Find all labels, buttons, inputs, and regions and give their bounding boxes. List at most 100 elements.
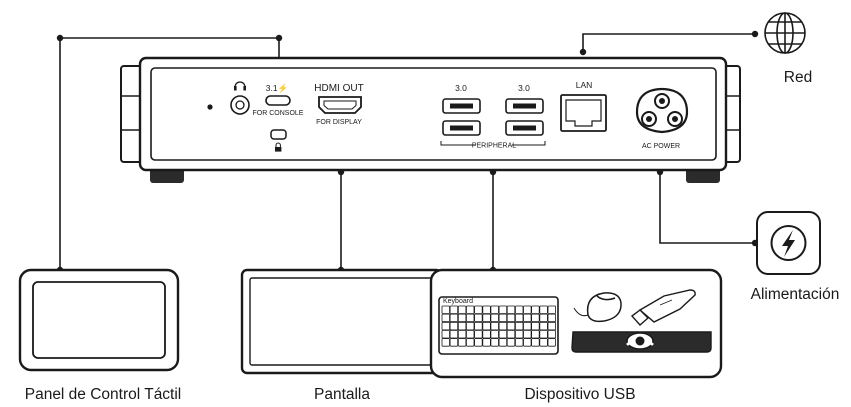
- power-label: Alimentación: [751, 286, 840, 303]
- usb-stick-icon: [630, 289, 696, 326]
- keyboard-key: [531, 329, 540, 339]
- keyboard-key: [523, 329, 532, 339]
- usbc-version-label: 3.1⚡: [266, 83, 288, 94]
- keyboard-key: [441, 305, 450, 314]
- connection-lines: [59, 33, 755, 270]
- keyboard-key: [490, 321, 499, 331]
- keyboard-key: [482, 321, 491, 331]
- keyboard-key: [506, 329, 516, 339]
- power-line: [659, 172, 755, 244]
- keyboard-key: [474, 338, 483, 347]
- keyboard-key: [498, 305, 508, 314]
- usb-a-left-label: 3.0: [455, 83, 467, 93]
- keyboard-key: [539, 329, 548, 339]
- display-device: [240, 268, 443, 375]
- keyboard-key: [547, 321, 556, 331]
- keyboard-key: [482, 329, 491, 339]
- keyboard-key: [498, 338, 508, 347]
- keyboard-key: [506, 313, 516, 323]
- globe-icon: [764, 12, 806, 54]
- network-line: [582, 33, 755, 52]
- keyboard-key: [547, 329, 556, 339]
- keyboard-key: [523, 321, 532, 331]
- keyboard-key: [465, 338, 475, 347]
- touch-panel-label: Panel de Control Táctil: [25, 386, 182, 403]
- keyboard-key: [515, 321, 524, 331]
- keyboard-key: [523, 305, 532, 314]
- keyboard-key: [441, 338, 450, 347]
- keyboard-key: [523, 338, 532, 347]
- headphone-icon: [234, 81, 246, 91]
- lan-port: [560, 94, 607, 132]
- keyboard-key: [506, 338, 516, 347]
- keyboard-key: [474, 305, 483, 314]
- keyboard-key: [547, 338, 556, 347]
- usbc-caption: FOR CONSOLE: [253, 110, 304, 117]
- keyboard-key: [539, 313, 548, 323]
- keyboard-key: [449, 305, 459, 314]
- keyboard-key: [490, 338, 499, 347]
- lock-icon: [275, 142, 282, 152]
- keyboard-key: [531, 321, 540, 331]
- keyboard-key: [531, 313, 540, 323]
- usbc-port: [265, 95, 291, 106]
- keyboard-key: [531, 338, 540, 347]
- keyboard-key: [498, 329, 508, 339]
- touch-panel-device: [18, 268, 180, 372]
- keyboard-key: [539, 338, 548, 347]
- keyboard-key: [441, 321, 450, 331]
- keyboard-key: [490, 329, 499, 339]
- ac-power-caption: AC POWER: [642, 143, 680, 150]
- keyboard-key: [441, 313, 450, 323]
- keyboard-key: [506, 321, 516, 331]
- keyboard-key: [457, 338, 467, 347]
- mouse-icon: [573, 292, 622, 323]
- keyboard-key: [539, 321, 548, 331]
- lock-slot: [270, 129, 287, 140]
- lan-label: LAN: [576, 80, 593, 90]
- keyboard-key: [457, 329, 467, 339]
- keyboard-key: [474, 329, 483, 339]
- keyboard-key: [482, 313, 491, 323]
- keyboard-key: [523, 313, 532, 323]
- keyboard-key: [457, 305, 467, 314]
- keyboard-key: [465, 321, 475, 331]
- hdmi-port: [318, 96, 362, 114]
- keyboard-icon: Keyboard: [438, 296, 559, 355]
- keyboard-key: [515, 338, 524, 347]
- usb-a-ports: [442, 98, 544, 136]
- lightning-icon: [782, 230, 795, 257]
- keyboard-key: [506, 305, 516, 314]
- keyboard-key: [482, 305, 491, 314]
- ac-power-socket: [635, 87, 689, 134]
- keyboard-key: [465, 329, 475, 339]
- keyboard-key: [547, 305, 556, 314]
- audio-jack: [230, 95, 250, 115]
- network-label: Red: [784, 69, 812, 86]
- power-led-indicator: [207, 104, 213, 110]
- svg-text:Keyboard: Keyboard: [443, 298, 473, 305]
- keyboard-key: [531, 305, 540, 314]
- keyboard-key: [498, 321, 508, 331]
- keyboard-key: [490, 305, 499, 314]
- keyboard-key: [441, 329, 450, 339]
- keyboard-key: [465, 305, 475, 314]
- usb-device-label: Dispositivo USB: [524, 386, 635, 403]
- keyboard-key: [449, 329, 459, 339]
- keyboard-key: [490, 313, 499, 323]
- keyboard-key: [457, 313, 467, 323]
- display-label: Pantalla: [314, 386, 370, 403]
- mini-pc-device: [120, 56, 741, 183]
- touch-panel-line: [59, 37, 280, 270]
- keyboard-key: [515, 305, 524, 314]
- keyboard-key: [498, 313, 508, 323]
- keyboard-key: [515, 329, 524, 339]
- peripheral-caption: PERIPHERAL: [472, 143, 516, 150]
- keyboard-key: [482, 338, 491, 347]
- keyboard-key: [449, 321, 459, 331]
- usb-a-right-label: 3.0: [518, 83, 530, 93]
- webcam-bar-icon: [571, 331, 712, 353]
- hdmi-caption: FOR DISPLAY: [316, 119, 362, 126]
